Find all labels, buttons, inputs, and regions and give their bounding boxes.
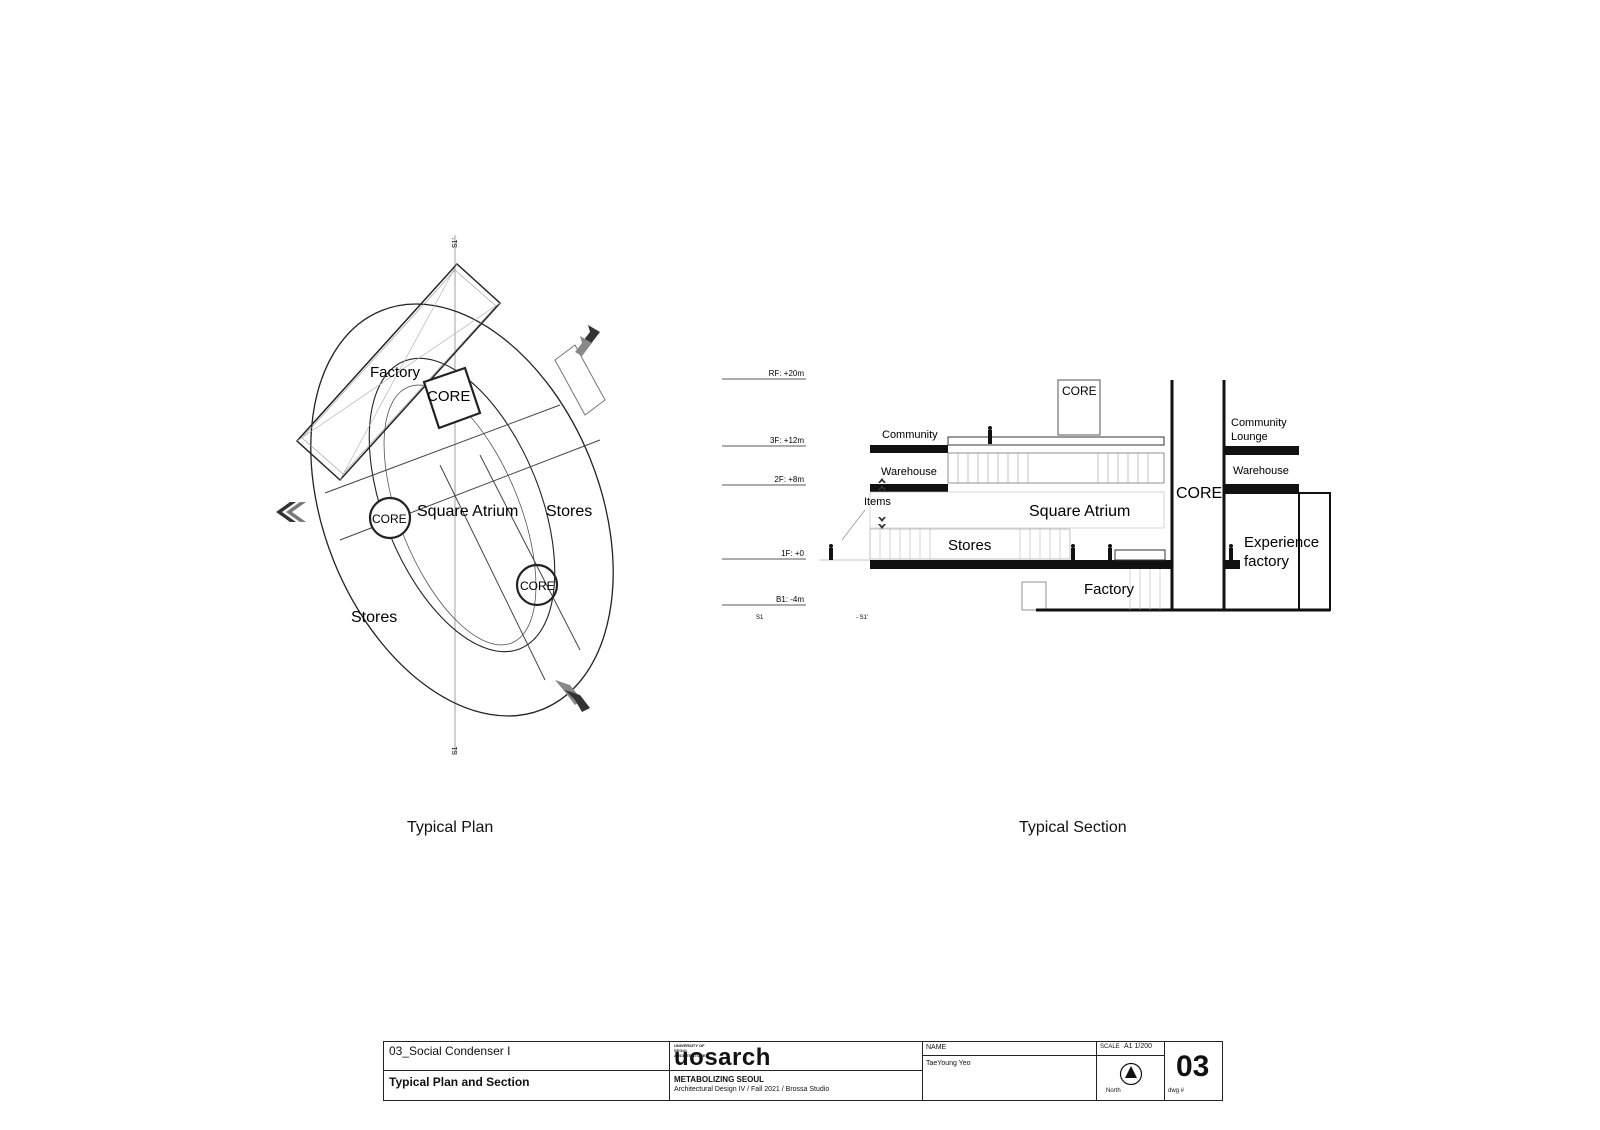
slab-lounge [1224, 446, 1299, 455]
author-name: TaeYoung Yeo [926, 1060, 971, 1067]
stores-band [869, 528, 1071, 560]
section-label-atrium: Square Atrium [1029, 503, 1130, 520]
section-caption: Typical Section [1019, 819, 1127, 836]
name-label: NAME [926, 1044, 947, 1051]
plan-label-core-left: CORE [372, 512, 407, 526]
entrance-arrow-topright-icon [575, 325, 600, 356]
typical-plan-drawing: S1' S1 Factory CORE CORE CORE Square Atr… [276, 235, 614, 755]
core-top-box [422, 366, 482, 430]
entrance-arrow-bottomright-icon [555, 680, 590, 712]
entrance-arrow-left-icon [276, 502, 306, 522]
plan-label-stores-right: Stores [546, 503, 592, 520]
section-label-stores: Stores [948, 537, 991, 554]
level-markers [722, 378, 806, 606]
core-right-circle [515, 563, 559, 607]
section-label-core-tower: CORE [1176, 485, 1222, 502]
band-edge-3 [439, 464, 546, 681]
plan-label-core-right: CORE [520, 579, 555, 593]
drawing-number-label: dwg # [1168, 1088, 1185, 1094]
circulation-arrows-icon [878, 478, 886, 529]
atrium-edge [383, 384, 537, 646]
warehouse-hatch [957, 453, 1149, 483]
logo-university: UNIVERSITY OF SEOUL ARCHITECTURE [674, 1043, 706, 1058]
section-label-community-lounge-1: Community [1231, 417, 1287, 429]
level-2f: 2F: +8m [774, 475, 804, 484]
slab-3f-mid [947, 436, 1165, 446]
stores-hatch [879, 529, 1061, 559]
scale-value: A1 1/200 [1124, 1043, 1153, 1050]
slab-3f-left [870, 445, 948, 453]
section-mark-bottom: S1 [452, 746, 459, 755]
studio-subtitle: Architectural Design IV / Fall 2021 / Br… [674, 1086, 830, 1093]
outer-ring [310, 303, 614, 717]
people-figures [829, 426, 1233, 560]
basement-box [1021, 581, 1047, 611]
factory-hatch [1129, 569, 1161, 610]
sheet-title: Typical Plan and Section [389, 1075, 530, 1089]
slab-experience [1224, 560, 1240, 569]
uosarch-logo: uosarch [674, 1044, 771, 1071]
section-label-items: Items [864, 496, 891, 508]
band-edge-1 [324, 404, 561, 494]
typical-section-drawing: RF: +20m 3F: +12m 2F: +8m 1F: +0 B1: -4m… [722, 369, 1331, 621]
warehouse-mass [947, 452, 1165, 484]
section-mark-right: - S1' [856, 615, 868, 621]
slab-2f-left [870, 484, 948, 492]
drawing-number: 03 [1176, 1050, 1210, 1083]
scale-label: SCALE [1100, 1044, 1120, 1050]
atrium-space [869, 491, 1165, 529]
plan-caption: Typical Plan [407, 819, 494, 836]
core-left-circle [368, 496, 412, 540]
section-label-factory: Factory [1084, 581, 1135, 598]
level-b1: B1: -4m [776, 595, 804, 604]
items-leader [841, 509, 866, 541]
band-edge-4 [479, 454, 581, 651]
escalator [1114, 549, 1166, 561]
plan-label-stores-left: Stores [351, 609, 397, 626]
section-mark-top: S1' [452, 238, 459, 248]
bridge-block [554, 344, 606, 416]
level-1f: 1F: +0 [781, 549, 804, 558]
section-mark-left: S1 [756, 615, 764, 621]
project-name: 03_Social Condenser I [389, 1044, 511, 1058]
section-label-community: Community [882, 429, 938, 441]
title-block: 03_Social Condenser I Typical Plan and S… [383, 1041, 1223, 1101]
plan-label-factory: Factory [370, 364, 421, 381]
north-label: North [1106, 1088, 1121, 1094]
section-label-experience-1: Experience [1244, 534, 1319, 551]
experience-wall [1298, 492, 1331, 611]
section-label-core-roof: CORE [1062, 384, 1097, 398]
level-rf: RF: +20m [769, 369, 805, 378]
section-label-experience-2: factory [1244, 553, 1290, 570]
north-arrow-icon [1119, 1062, 1143, 1086]
slab-1f [870, 560, 1172, 569]
section-label-community-lounge-2: Lounge [1231, 431, 1268, 443]
level-3f: 3F: +12m [770, 436, 804, 445]
plan-label-core-top: CORE [427, 388, 470, 405]
studio-title: METABOLIZING SEOUL [674, 1075, 765, 1084]
roof-core-box [1057, 379, 1101, 436]
section-label-warehouse-left: Warehouse [881, 466, 937, 478]
factory-diagonal [296, 302, 501, 442]
section-label-warehouse-right: Warehouse [1233, 465, 1289, 477]
slab-warehouse-right [1224, 484, 1299, 493]
plan-label-atrium: Square Atrium [417, 503, 518, 520]
